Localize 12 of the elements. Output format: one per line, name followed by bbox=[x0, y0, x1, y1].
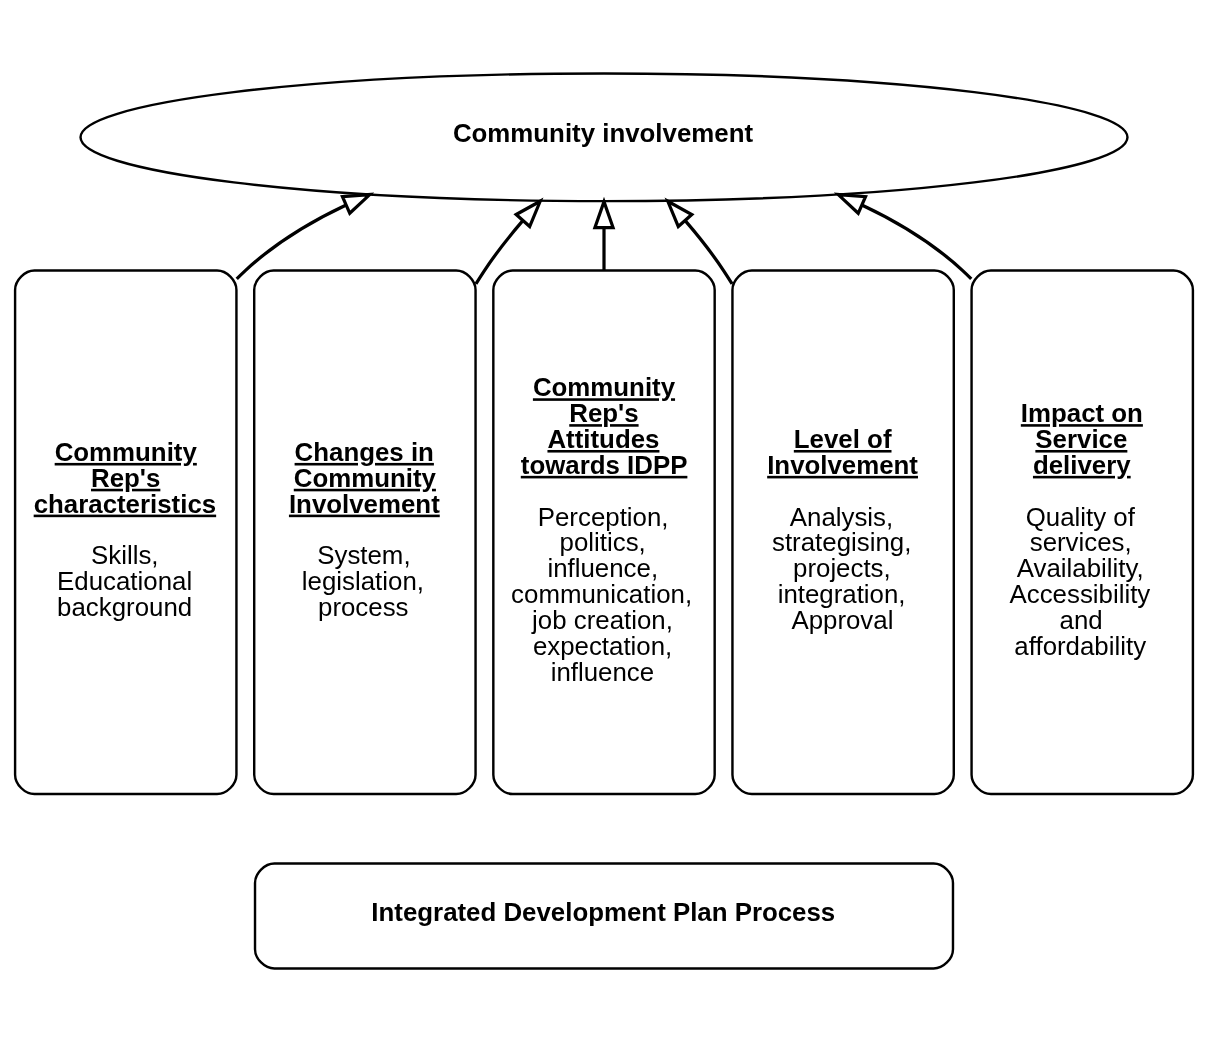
node-box: Level of Involvement Analysis, strategising,projects,integration, Approval bbox=[731, 268, 955, 795]
node-box: Changes in Community Involvement System,legislation,process bbox=[253, 268, 477, 795]
node-box: Community Rep's Attitudes towards IDPP Perception, politics,influence,communication,job creation,expectation,influence bbox=[492, 268, 716, 795]
node-ellipse: Community involvement bbox=[79, 71, 1129, 202]
arrow bbox=[235, 192, 375, 280]
arrow bbox=[833, 192, 973, 280]
node-box: Integrated Development Plan Process bbox=[253, 861, 955, 970]
arrow bbox=[664, 197, 734, 285]
arrow bbox=[474, 197, 544, 285]
node-box: Impact on Service delivery Quality of services,Availability, Accessibility and affordability bbox=[970, 268, 1195, 795]
node-box: Community Rep's characteristics Skills,Educational background bbox=[13, 268, 238, 795]
arrow bbox=[592, 196, 616, 270]
